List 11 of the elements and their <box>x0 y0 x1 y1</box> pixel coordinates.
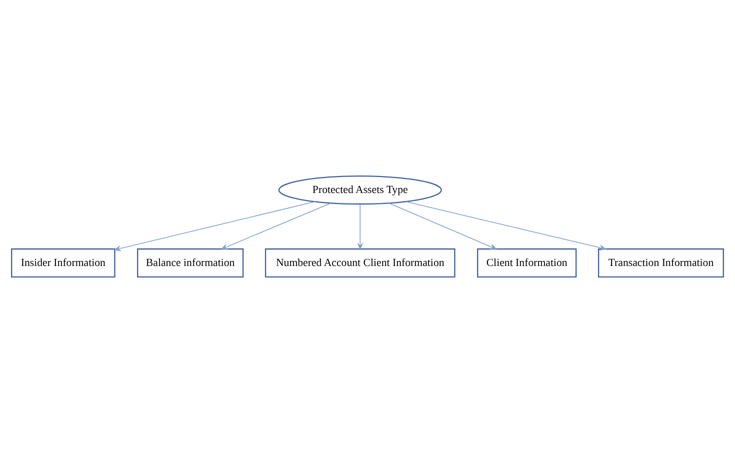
arrow <box>221 202 332 250</box>
node-box: Client Information <box>477 248 577 278</box>
arrow <box>388 202 496 250</box>
arrow <box>405 201 606 250</box>
node-box: Insider Information <box>11 248 116 278</box>
node-box: Balance information <box>137 248 244 278</box>
node-ellipse: Protected Assets Type <box>278 176 442 205</box>
arrow <box>114 201 316 252</box>
arrow <box>357 204 363 250</box>
node-box: Numbered Account Client Information <box>264 248 456 278</box>
node-box: Transaction Information <box>598 248 724 278</box>
